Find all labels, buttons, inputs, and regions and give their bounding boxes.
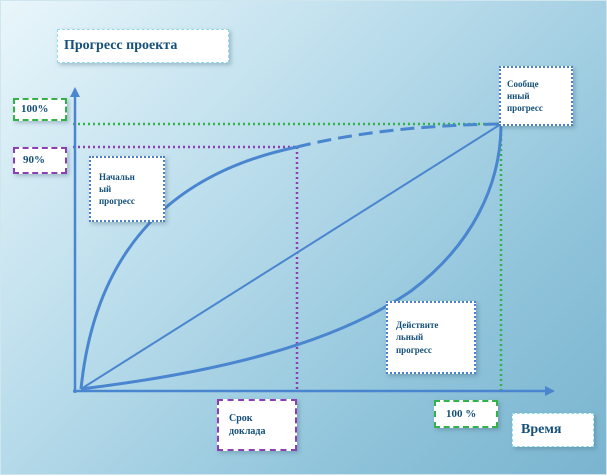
planned-progress-line [80, 123, 502, 390]
actual-progress-box: Действите льный прогресс [386, 301, 476, 374]
actual-progress-curve [80, 123, 503, 391]
x-axis-title-box: Время [512, 413, 594, 447]
initial-progress-box: Начальн ый прогресс [89, 156, 165, 222]
chart-title-text: Прогресс проекта [64, 37, 178, 53]
reported-progress-box: Сообще нный прогресс [499, 66, 573, 126]
chart-title: Прогресс проекта [57, 29, 229, 63]
x-axis-title: Время [521, 421, 562, 437]
reported-progress-label: Сообще нный прогресс [507, 78, 543, 114]
reported-progress-dashed [296, 122, 502, 149]
report-deadline-box: Срок доклада [217, 399, 297, 451]
report-deadline-label: Срок доклада [229, 412, 266, 438]
y-label-90: 90% [23, 154, 45, 167]
x-label-100: 100 % [446, 407, 477, 420]
y-label-90-box: 90% [13, 147, 67, 174]
initial-progress-label: Начальн ый прогресс [99, 171, 135, 207]
y-label-100: 100% [21, 103, 49, 116]
y-label-100-box: 100% [13, 98, 67, 121]
actual-progress-label: Действите льный прогресс [396, 320, 439, 355]
x-label-100-box: 100 % [434, 400, 498, 428]
